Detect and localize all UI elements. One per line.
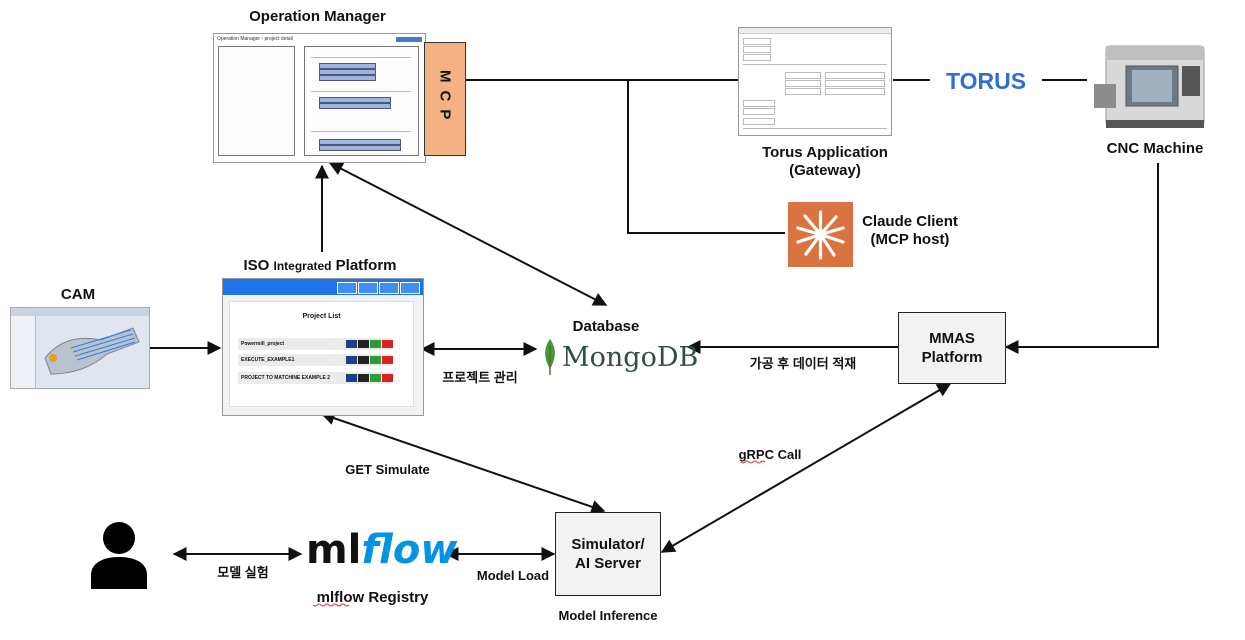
project-row-name: EXECUTE_EXAMPLE1 (241, 357, 295, 363)
torus-logo: TORUS (946, 68, 1027, 94)
torus-app-label: Torus Application (Gateway) (745, 144, 905, 180)
mmas-line1: MMAS (929, 330, 975, 347)
iso-label-prefix: ISO (243, 257, 270, 274)
om-detail-panel (304, 46, 419, 156)
iso-header-bar (223, 279, 423, 295)
user-icon (91, 522, 147, 589)
om-tree-panel (218, 46, 295, 156)
torus-app-label-line1: Torus Application (762, 144, 888, 161)
mcp-block: MCP (424, 42, 466, 156)
edge-label-model-experiment: 모델 실험 (217, 565, 269, 580)
cam-screenshot (10, 307, 150, 389)
om-window-title: Operation Manager - project detail (217, 36, 293, 42)
mmas-line2: Platform (921, 349, 983, 366)
mlflow-logo: mlflow (306, 527, 457, 579)
database-label: Database (572, 318, 640, 335)
mongodb-leaf-icon (545, 339, 555, 375)
simulator-ai-server-box: Simulator/ AI Server (555, 512, 661, 596)
mongodb-logo: MongoDB (542, 339, 698, 375)
simulator-line1: Simulator/ (571, 536, 645, 553)
operation-manager-screenshot: Operation Manager - project detail (213, 33, 426, 163)
claude-label-line1: Claude Client (862, 213, 958, 230)
project-row-name: Powermill_project (241, 341, 285, 347)
claude-label-line2: (MCP host) (870, 231, 950, 248)
model-inference-caption: Model Inference (558, 608, 658, 623)
project-row: PROJECT TO MATCHINE EXAMPLE 2 (238, 372, 393, 384)
project-row-name: PROJECT TO MATCHINE EXAMPLE 2 (241, 375, 330, 381)
om-top-button (396, 37, 422, 42)
edge-label-get-simulate: GET Simulate (345, 462, 430, 477)
cnc-machine-icon (1094, 45, 1205, 128)
mlflow-registry-label: mlflow Registry (316, 589, 429, 606)
edge-label-post-process-data: 가공 후 데이터 적재 (749, 356, 857, 371)
edge-label-model-load: Model Load (476, 568, 550, 583)
iso-project-card: Project List Powermill_project EXECUTE_E… (229, 301, 414, 407)
edge-label-grpc-call: gRPC Call (738, 447, 802, 462)
mlflow-logo-flow: flow (361, 527, 458, 573)
iso-platform-screenshot: Project List Powermill_project EXECUTE_E… (222, 278, 424, 416)
mlflow-logo-ml: ml (306, 527, 362, 573)
operation-manager-title: Operation Manager (249, 8, 386, 25)
iso-platform-label: ISO Integrated Platform (225, 257, 415, 274)
claude-label: Claude Client (MCP host) (855, 213, 965, 249)
cam-label: CAM (60, 286, 96, 303)
edge-label-project-management: 프로젝트 관리 (442, 370, 518, 385)
project-row: EXECUTE_EXAMPLE1 (238, 354, 393, 366)
torus-app-label-line2: (Gateway) (789, 162, 861, 179)
torus-app-screenshot (738, 27, 892, 136)
project-row: Powermill_project (238, 338, 393, 350)
simulator-line2: AI Server (575, 555, 641, 572)
iso-label-small: Integrated (273, 259, 332, 273)
mcp-label: MCP (436, 70, 454, 128)
iso-label-suffix: Platform (335, 257, 397, 274)
project-list-title: Project List (302, 313, 341, 320)
mongodb-logo-text: MongoDB (562, 341, 699, 373)
claude-icon (788, 202, 853, 267)
cnc-machine-label: CNC Machine (1106, 140, 1204, 157)
mmas-platform-box: MMAS Platform (898, 312, 1006, 384)
